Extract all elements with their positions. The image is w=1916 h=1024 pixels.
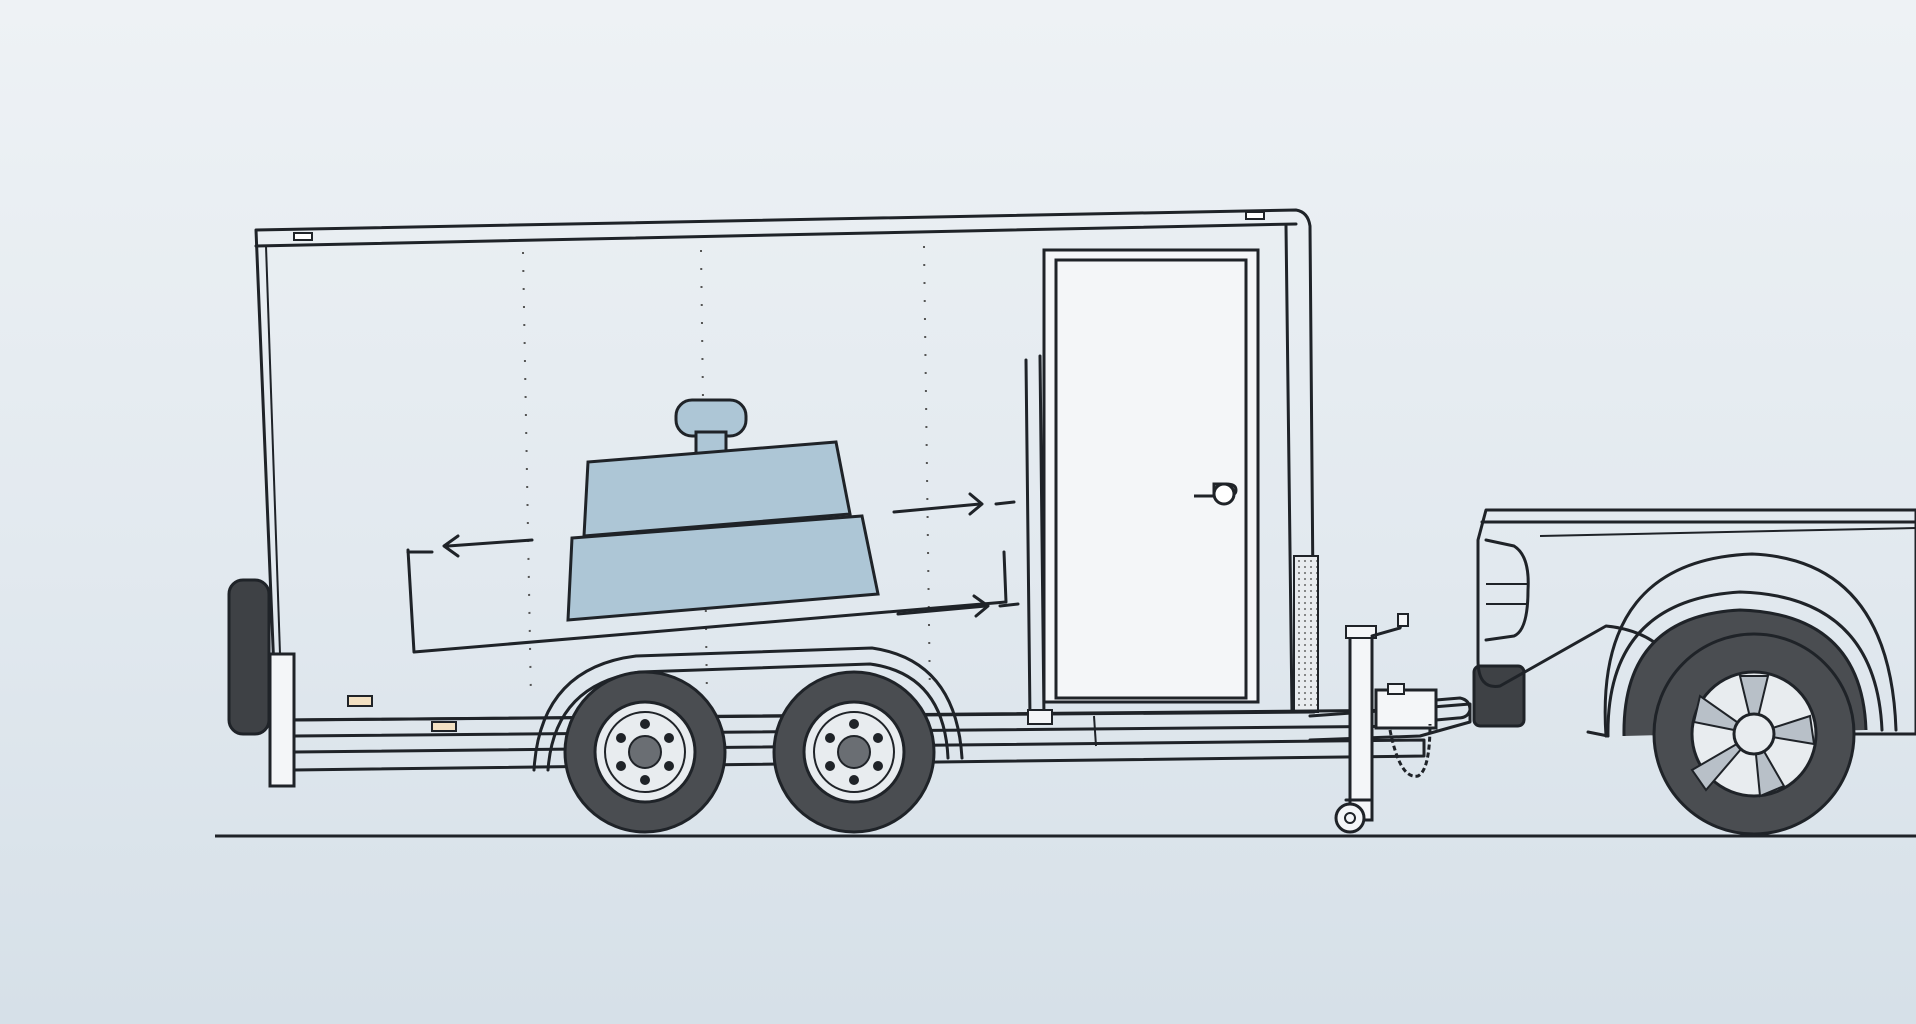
wheel-fender xyxy=(532,646,964,772)
trailer-body xyxy=(254,208,1319,788)
load-arrows xyxy=(406,492,1020,654)
side-door xyxy=(1024,248,1260,725)
pickup-wheel xyxy=(1652,632,1856,836)
trailer-wheel-rear xyxy=(563,670,727,834)
cargo-load xyxy=(566,398,880,622)
safety-chain xyxy=(1388,723,1432,778)
trailer-tongue xyxy=(1308,683,1472,742)
spare-tire xyxy=(227,578,271,736)
door-handle xyxy=(1194,482,1238,506)
tongue-jack xyxy=(1334,613,1409,834)
trailer-wheel-front xyxy=(772,670,936,834)
